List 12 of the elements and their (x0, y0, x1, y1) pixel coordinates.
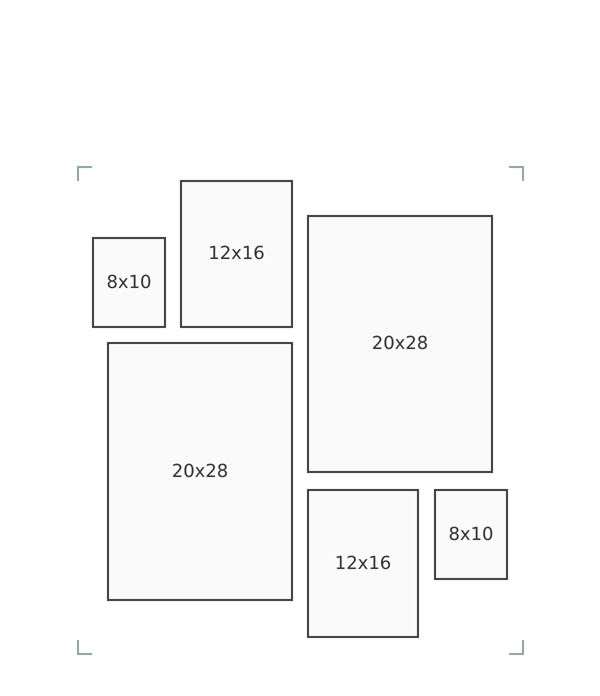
frame-size-label: 20x28 (172, 462, 228, 482)
frame-size-label: 12x16 (208, 244, 265, 264)
frame-size-label: 12x16 (334, 554, 392, 574)
frame-size-label: 8x10 (448, 524, 494, 544)
picture-frame (434, 489, 508, 580)
picture-frame (307, 215, 493, 473)
frame-size-label: 20x28 (372, 334, 428, 354)
picture-frame (92, 237, 166, 328)
picture-frame (107, 342, 293, 601)
picture-frame (180, 180, 293, 328)
picture-frame (307, 489, 419, 638)
frame-size-label: 8x10 (106, 272, 152, 292)
